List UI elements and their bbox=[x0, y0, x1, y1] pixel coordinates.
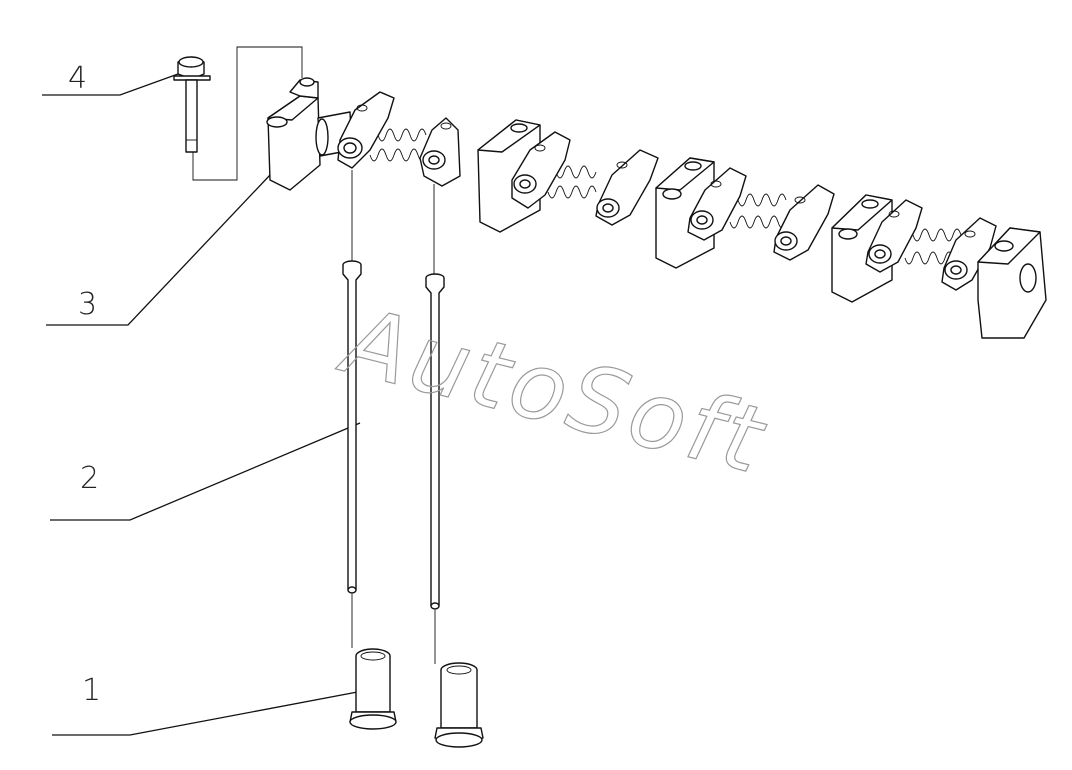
shaft-support-3 bbox=[655, 157, 715, 269]
rocker-arm-5 bbox=[687, 167, 747, 241]
callout-4: 4 bbox=[42, 61, 179, 96]
push-rod-1 bbox=[342, 260, 362, 594]
assembly-line-bolt-top bbox=[236, 46, 303, 175]
leader-line-1 bbox=[52, 689, 369, 736]
push-rods bbox=[342, 170, 445, 664]
rocker-arm-2 bbox=[419, 117, 461, 187]
callout-label-1: 1 bbox=[82, 673, 101, 708]
callout-1: 1 bbox=[52, 673, 369, 736]
callout-label-4: 4 bbox=[68, 61, 87, 96]
bolt bbox=[173, 46, 303, 181]
push-rod-2 bbox=[425, 273, 445, 610]
callout-2: 2 bbox=[50, 422, 361, 521]
watermark: AutoSoft bbox=[330, 286, 777, 495]
leader-line-4 bbox=[42, 73, 179, 96]
leader-line-3 bbox=[46, 174, 271, 326]
rocker-arm-7 bbox=[865, 199, 923, 273]
rocker-arm-8 bbox=[941, 217, 997, 291]
rocker-arm-4 bbox=[595, 149, 659, 226]
rocker-shaft-assembly bbox=[266, 77, 1047, 339]
callout-label-3: 3 bbox=[78, 287, 97, 322]
shaft-support-5 bbox=[977, 227, 1047, 339]
rocker-arm-6 bbox=[773, 184, 835, 261]
tappet-1 bbox=[349, 648, 397, 730]
leader-line-2 bbox=[50, 422, 361, 521]
rocker-arm-3 bbox=[511, 131, 571, 209]
tappets bbox=[349, 648, 484, 748]
shaft-support-1 bbox=[266, 77, 321, 191]
rocker-arm-1 bbox=[337, 91, 395, 169]
assembly-line-bolt-bottom bbox=[192, 152, 238, 181]
tappet-2 bbox=[434, 662, 484, 748]
callout-3: 3 bbox=[46, 174, 271, 326]
callout-label-2: 2 bbox=[80, 461, 99, 496]
shaft-support-4 bbox=[831, 194, 893, 303]
